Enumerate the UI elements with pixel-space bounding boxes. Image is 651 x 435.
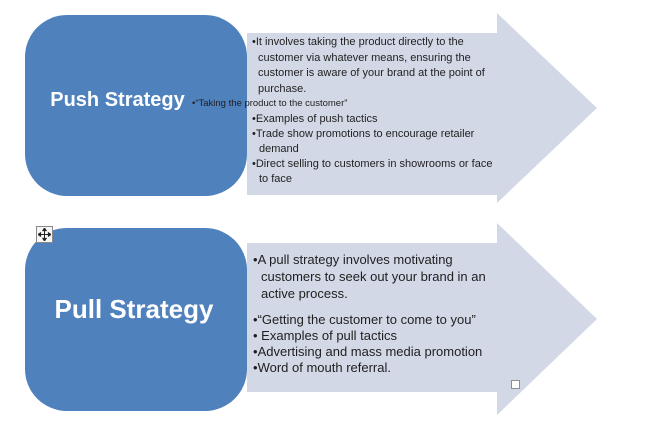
pull-strategy-shape[interactable]: Pull Strategy xyxy=(25,228,247,411)
pull-bullet-item: Advertising and mass media promotion xyxy=(253,344,503,360)
pull-bullet-item: Word of mouth referral. xyxy=(253,360,503,376)
push-quote-text: “Taking the product to the customer” xyxy=(192,98,347,109)
four-way-arrow-icon xyxy=(38,228,51,241)
push-bullet-item: Direct selling to customers in showrooms… xyxy=(252,157,500,187)
push-bullet-item: Trade show promotions to encourage retai… xyxy=(252,127,500,157)
push-description: It involves taking the product directly … xyxy=(252,35,494,97)
resize-handle[interactable] xyxy=(511,380,520,389)
push-bullet-item: Examples of push tactics xyxy=(252,112,500,127)
pull-description: A pull strategy involves motivating cust… xyxy=(253,251,501,302)
pull-bullet-list: Examples of pull tactics Advertising and… xyxy=(253,328,503,376)
pull-bullet-item: Examples of pull tactics xyxy=(253,328,503,344)
pull-strategy-label: Pull Strategy xyxy=(54,294,214,324)
pull-quote-text: “Getting the customer to come to you” xyxy=(253,311,476,328)
move-icon[interactable] xyxy=(36,226,53,243)
push-strategy-label: Push Strategy xyxy=(50,89,185,111)
push-bullet-list: Examples of push tactics Trade show prom… xyxy=(252,112,500,187)
